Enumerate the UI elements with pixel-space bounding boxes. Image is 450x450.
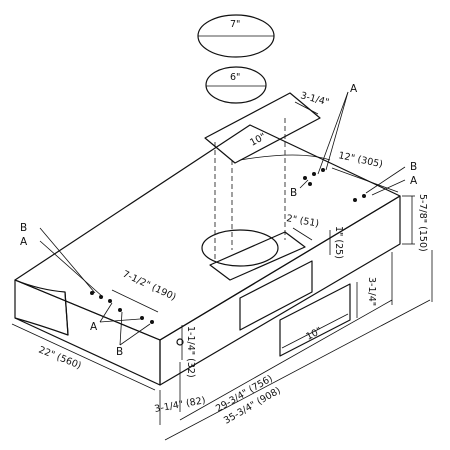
vent-slot: 10" 3-1/4" — [239, 260, 377, 357]
projection-lines — [214, 118, 286, 262]
callout-b-bottom: B — [116, 346, 123, 358]
callout-b-left: B — [20, 222, 27, 234]
callout-a-left: A — [20, 236, 28, 248]
hood-body — [14, 124, 401, 386]
hole-l3 — [108, 299, 112, 303]
rect-cutout — [209, 231, 306, 281]
vent-slot-front — [279, 283, 351, 357]
hole-l1 — [90, 291, 94, 295]
round-cutout — [201, 229, 279, 267]
hole-r1 — [303, 176, 307, 180]
callout-b-right: B — [410, 161, 417, 173]
label-10in-top: 10" — [248, 131, 268, 148]
side-hole: 1-1/4" (32) — [176, 325, 196, 378]
dim-12-line — [331, 167, 399, 193]
hole-r4 — [308, 182, 312, 186]
label-5-7-8: 5-7/8" (150) — [417, 194, 428, 252]
hole-l5 — [150, 320, 154, 324]
leader-a-right — [371, 179, 406, 196]
dim-3-1-4-top — [294, 101, 319, 115]
dim-2in-line — [292, 227, 313, 241]
leader-a-left — [39, 240, 104, 298]
dim-22-line — [11, 323, 156, 391]
hole-l4 — [140, 316, 144, 320]
front-panel-edge — [64, 291, 69, 336]
duct-6in-oval — [205, 66, 267, 104]
leader-a-top-1 — [317, 91, 349, 175]
leader-b-bottom-2 — [119, 323, 151, 346]
duct-ovals: 7" 6" — [197, 14, 275, 104]
hole-r6 — [362, 194, 366, 198]
leader-b-bottom-1 — [119, 311, 123, 346]
label-1in: 1" (25) — [333, 226, 344, 259]
hole-r3 — [321, 168, 325, 172]
right-holes: A B B A — [290, 83, 418, 202]
leader-a-bottom-2 — [99, 318, 141, 323]
label-6in: 6" — [230, 72, 240, 83]
label-3-1-4-front: 3-1/4" — [366, 277, 377, 306]
leader-b-left — [39, 227, 96, 294]
hole-side — [176, 338, 184, 346]
hole-l6 — [118, 308, 122, 312]
leader-b-right — [365, 166, 406, 194]
hole-r5 — [353, 198, 357, 202]
rect-duct-floating — [204, 92, 321, 164]
callout-a-right: A — [410, 175, 418, 187]
hole-r2 — [312, 172, 316, 176]
callout-a-bottom: A — [90, 321, 98, 333]
label-12in: 12" (305) — [337, 150, 383, 170]
dim-10-front-line — [281, 313, 349, 349]
vent-slot-outer — [239, 260, 313, 331]
leader-a-bottom-1 — [99, 302, 113, 323]
label-7in: 7" — [230, 19, 240, 30]
dim-7-1-2-line — [111, 289, 159, 313]
label-22in: 22" (560) — [37, 345, 83, 372]
callout-b-top: B — [290, 187, 297, 199]
label-1-1-4: 1-1/4" (32) — [185, 326, 196, 378]
leader-a-top-2 — [325, 91, 349, 171]
front-lens — [14, 279, 69, 336]
dim-35-3-4-line — [164, 299, 431, 441]
leader-b-top — [299, 179, 309, 189]
label-2in: 2" (51) — [285, 213, 319, 230]
hood-right-face — [159, 195, 401, 386]
callout-a-top: A — [350, 83, 358, 95]
dim-29-3-4-line — [179, 299, 393, 421]
label-3-1-4-top: 3-1/4" — [299, 90, 330, 108]
